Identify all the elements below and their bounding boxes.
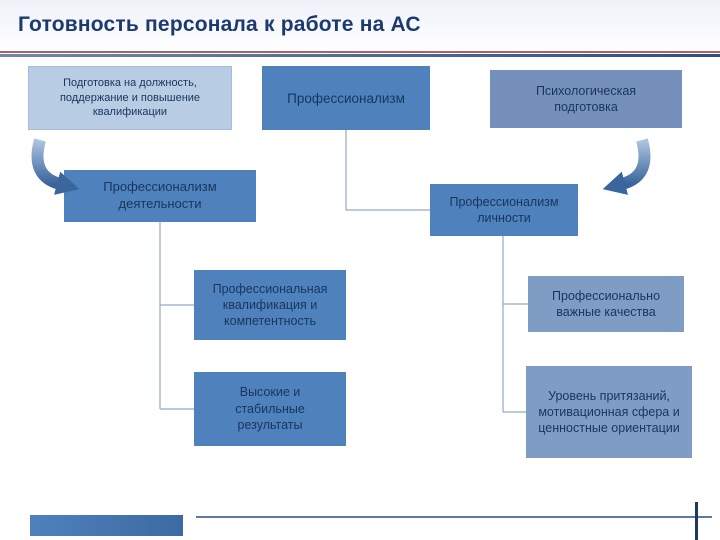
node-professionalism-box: Профессионализм <box>262 66 430 130</box>
curved-arrow-down-left-icon <box>602 138 651 195</box>
title-rule-red <box>0 51 720 53</box>
page-title: Готовность персонала к работе на АС <box>18 13 421 36</box>
node-psychological-box: Психологическая подготовка <box>490 70 682 128</box>
node-important-qualities-box: Профессионально важные качества <box>528 276 684 332</box>
title-bar: Готовность персонала к работе на АС <box>0 0 720 50</box>
node-results-box: Высокие и стабильные результаты <box>194 372 346 446</box>
footer-accent-bar <box>30 515 183 536</box>
node-training-box: Подготовка на должность, поддержание и п… <box>28 66 232 130</box>
node-aspirations-box: Уровень притязаний, мотивационная сфера … <box>526 366 692 458</box>
curved-arrow-down-right-icon <box>31 138 80 195</box>
node-qualification-box: Профессиональная квалификация и компетен… <box>194 270 346 340</box>
footer-vertical-rule <box>695 502 698 540</box>
footer-rule <box>196 516 712 518</box>
title-rule-blue <box>0 54 720 57</box>
node-prof-activity-box: Профессионализм деятельности <box>64 170 256 222</box>
node-prof-personality-box: Профессионализм личности <box>430 184 578 236</box>
